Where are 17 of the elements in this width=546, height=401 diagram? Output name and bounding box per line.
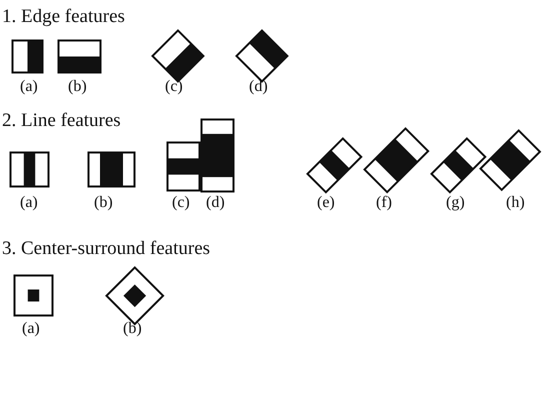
feature-caption: (f): [376, 194, 392, 212]
feature-caption: (g): [446, 194, 465, 212]
feature-caption: (a): [20, 78, 38, 96]
feature-caption: (c): [172, 194, 190, 212]
section-heading: 2. Line features: [2, 110, 121, 132]
feature-caption: (h): [506, 194, 525, 212]
feature-caption: (e): [317, 194, 335, 212]
feature-caption: (a): [20, 194, 38, 212]
feature-caption: (c): [165, 78, 183, 96]
feature-caption: (b): [68, 78, 87, 96]
section-heading: 3. Center-surround features: [2, 238, 210, 260]
feature-caption: (d): [206, 194, 225, 212]
feature-caption: (d): [249, 78, 268, 96]
feature-caption: (a): [22, 320, 40, 338]
section-heading: 1. Edge features: [2, 6, 125, 28]
feature-caption: (b): [123, 320, 142, 338]
feature-caption: (b): [94, 194, 113, 212]
